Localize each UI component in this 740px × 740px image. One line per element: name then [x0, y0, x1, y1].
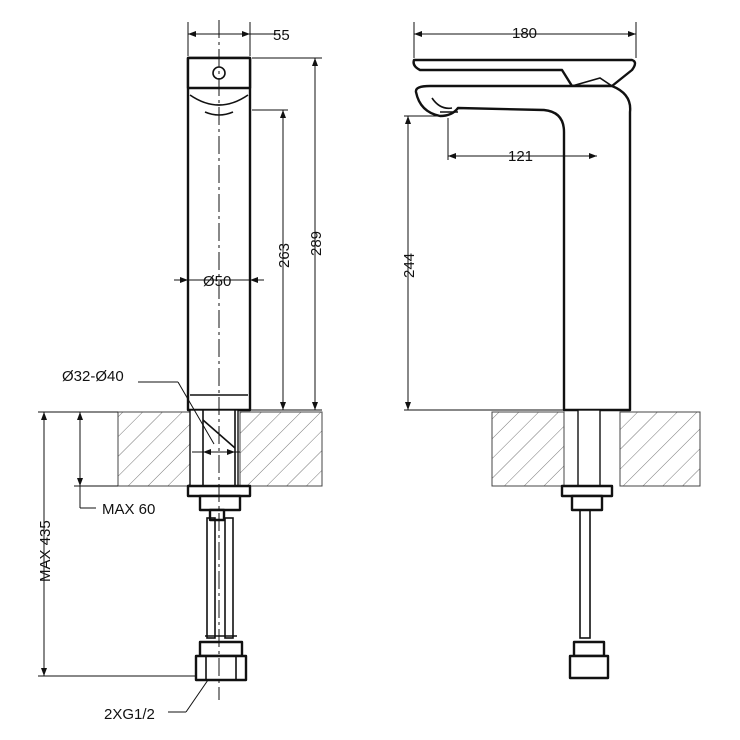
dim-height-263: 263: [276, 243, 293, 268]
side-view: [412, 58, 701, 680]
side-flex-hose: [568, 509, 610, 680]
side-handle: [412, 58, 637, 88]
dim-spout-reach: 121: [508, 148, 533, 165]
front-countertop-right: [239, 411, 323, 487]
front-shank: [189, 409, 239, 489]
dim-max-length: MAX 435: [37, 520, 54, 582]
dim-height-244: 244: [401, 253, 418, 278]
dim-hole-diameter: Ø32-Ø40: [62, 368, 124, 385]
side-countertop-left: [491, 411, 565, 487]
dim-connection: 2XG1/2: [104, 706, 155, 723]
dim-front-width: 55: [273, 27, 290, 44]
dim-height-289: 289: [308, 231, 325, 256]
dim-side-width: 180: [512, 25, 537, 42]
dim-max-deck: MAX 60: [102, 501, 155, 518]
side-shank: [560, 409, 614, 512]
dimension-labels: 55 180 121 Ø50 263 289 244 Ø32-Ø40 MAX 6…: [37, 25, 537, 723]
side-countertop-right: [619, 411, 701, 487]
front-countertop-left: [117, 411, 191, 487]
dimension-lines: [38, 22, 637, 713]
dim-body-diameter: Ø50: [203, 273, 231, 290]
front-view: [117, 20, 323, 700]
front-flex-hoses: [194, 517, 248, 682]
